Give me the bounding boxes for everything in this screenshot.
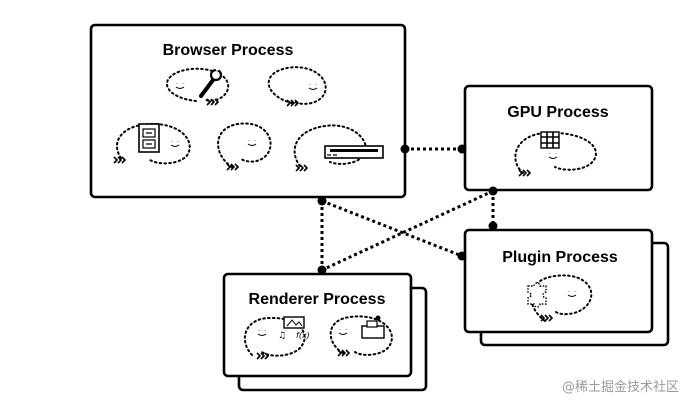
renderer-thread: [329, 315, 393, 357]
gpu-renderer-link: [321, 189, 494, 272]
gpu-process-title: GPU Process: [507, 104, 608, 121]
browser-thread: [217, 122, 272, 171]
ipc-connections: [320, 147, 495, 272]
svg-text:♫: ♫: [278, 331, 286, 341]
renderer-process-box: Renderer Process ♫ f(x): [222, 272, 428, 392]
network-card-icon: [324, 145, 384, 159]
plugin-process-title: Plugin Process: [502, 249, 618, 266]
gpu-chip-icon: [540, 131, 560, 149]
endpoint-dot: [457, 144, 467, 154]
browser-process-title: Browser Process: [163, 42, 294, 59]
wrench-icon: [199, 66, 223, 98]
connection-endpoints: [317, 144, 498, 275]
file-cabinet-icon: [138, 123, 160, 153]
gpu-process-box: GPU Process: [463, 84, 654, 192]
browser-thread: [165, 66, 230, 106]
plugin-thread: [527, 274, 593, 322]
endpoint-dot: [317, 196, 327, 206]
renderer-thread: ♫ f(x): [243, 316, 310, 360]
browser-thread: [293, 124, 384, 172]
web-content-icon: ♫ f(x): [278, 316, 310, 341]
gpu-thread: [514, 131, 597, 177]
plugin-process-box: Plugin Process: [463, 228, 670, 347]
rendering-engine-icon: [361, 315, 385, 339]
endpoint-dot: [317, 265, 327, 275]
browser-thread: [267, 66, 327, 107]
svg-text:f(x): f(x): [296, 331, 310, 340]
endpoint-dot: [488, 221, 498, 231]
endpoint-dot: [400, 144, 410, 154]
puzzle-piece-icon: [527, 282, 547, 308]
browser-plugin-link: [321, 199, 463, 258]
renderer-process-title: Renderer Process: [249, 291, 386, 308]
watermark-text: @稀土掘金技术社区: [561, 380, 679, 395]
browser-thread: [113, 122, 191, 165]
browser-process-box: Browser Process: [89, 23, 407, 199]
endpoint-dot: [457, 251, 467, 261]
endpoint-dot: [488, 186, 498, 196]
